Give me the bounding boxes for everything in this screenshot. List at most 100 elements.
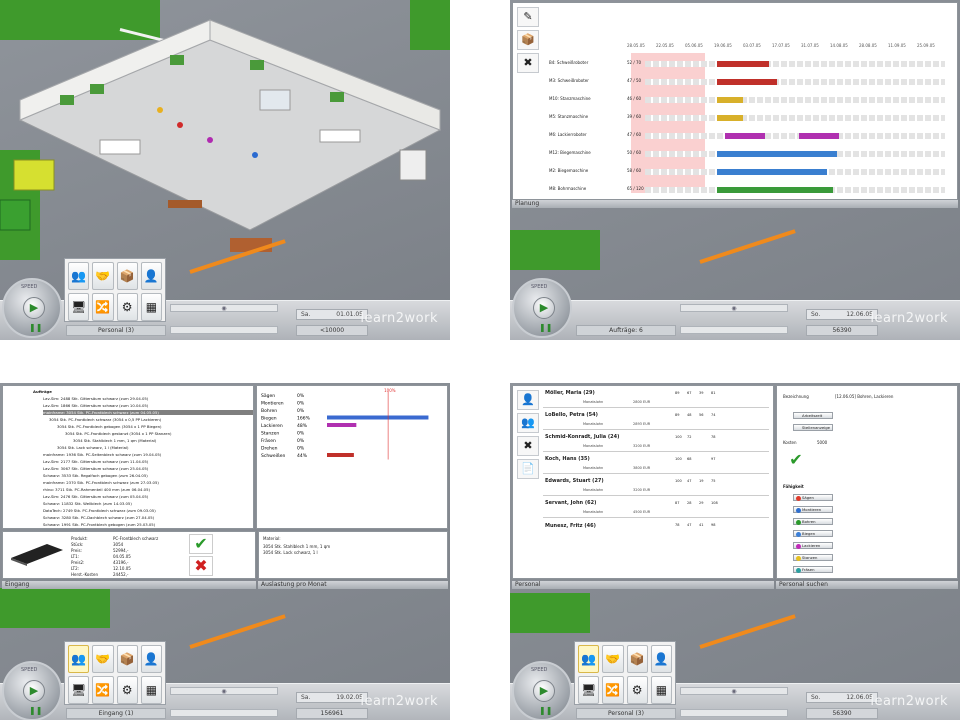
machine-row[interactable]: M5: Stanzmaschine 39 / 60 xyxy=(539,109,949,127)
document-icon[interactable]: 📄 xyxy=(517,459,539,479)
speed-dial[interactable]: SPEED ▶ ❚❚ xyxy=(512,278,572,338)
skill-lackieren-button[interactable]: Lackieren xyxy=(793,542,833,549)
pause-icon[interactable]: ❚❚ xyxy=(539,323,553,332)
monitor-icon[interactable]: 🖥 xyxy=(68,293,90,321)
pause-icon[interactable]: ❚❚ xyxy=(539,706,553,715)
staff-row[interactable]: Koch, Hans (35) Monatslohn 3800 EUR 100 … xyxy=(543,454,769,474)
order-line[interactable]: 3054 Stk. PC-Frontblech schwarz (3054 x … xyxy=(49,417,162,422)
check-icon[interactable]: ✔ xyxy=(789,450,803,469)
boxes-icon[interactable]: ▦ xyxy=(650,676,672,704)
work-time-button[interactable]: Arbeitszeit xyxy=(793,412,833,419)
manager-icon[interactable]: 👤 xyxy=(650,645,672,673)
mode-label[interactable]: Personal (3) xyxy=(576,708,676,719)
material-icon[interactable]: 📦 xyxy=(116,262,138,290)
order-line[interactable]: Lav-Sim: 3067 Stk. Gittersäum schwarz (z… xyxy=(43,466,149,471)
machine-icon[interactable]: ⚙ xyxy=(116,676,138,704)
transport-icon[interactable]: 🔀 xyxy=(92,676,114,704)
staff-row[interactable]: Munesz, Fritz (46) 78 47 41 98 xyxy=(543,520,769,536)
cancel-icon[interactable]: ✖ xyxy=(517,53,539,73)
material-icon[interactable]: 📦 xyxy=(517,30,539,50)
order-line[interactable]: 3054 Stk. PC-Frontblech gebogen (3054 x … xyxy=(57,424,162,429)
staff-icon[interactable]: 👥 xyxy=(68,645,90,673)
order-line[interactable]: Lav-Sim: 2476 Stk. Gittersäum schwarz (z… xyxy=(43,494,149,499)
play-button[interactable]: ▶ xyxy=(533,297,555,319)
staff-row[interactable]: LoBello, Petra (54) Monatslohn 2893 EUR … xyxy=(543,410,769,430)
order-bar[interactable] xyxy=(717,169,827,175)
staff-icon[interactable]: 👥 xyxy=(578,645,600,673)
order-bar[interactable] xyxy=(725,133,765,139)
cross-icon[interactable]: ✖ xyxy=(189,556,213,576)
machine-row[interactable]: M6: Lackierroboter 47 / 60 xyxy=(539,127,949,145)
order-line[interactable]: 3054 Stk. PC-Frontblech gestanzt (3054 x… xyxy=(65,431,172,436)
pause-icon[interactable]: ❚❚ xyxy=(29,706,43,715)
assign-icon[interactable]: 🤝 xyxy=(602,645,624,673)
assign-icon[interactable]: 🤝 xyxy=(92,645,114,673)
monitor-icon[interactable]: 🖥 xyxy=(578,676,600,704)
fire-icon[interactable]: ✖ xyxy=(517,436,539,456)
order-line[interactable]: Schwarz: 3280 Stk. PC-Dachblech schwarz … xyxy=(43,515,155,520)
order-line[interactable]: Lav-Sim: 2177 Stk. Gittersäum schwarz (z… xyxy=(43,459,149,464)
transport-icon[interactable]: 🔀 xyxy=(602,676,624,704)
team-icon[interactable]: 👥 xyxy=(517,413,539,433)
speed-dial[interactable]: SPEED ▶ ❚❚ xyxy=(2,278,62,338)
order-line[interactable]: 3054 Stk. Lack schwarz, 1 l (Material) xyxy=(57,445,129,450)
edit-icon[interactable]: ✎ xyxy=(517,7,539,27)
staff-row[interactable]: Servant, John (62) Monatslohn 4500 EUR 8… xyxy=(543,498,769,518)
order-line[interactable]: mainframe: 2370 Stk. PC-Frontblech schwa… xyxy=(43,480,159,485)
order-line[interactable]: Schwarz: 1991 Stk. PC-Frontblech gebogen… xyxy=(43,522,156,527)
order-bar[interactable] xyxy=(717,97,743,103)
order-bar[interactable] xyxy=(717,187,833,193)
order-bar[interactable] xyxy=(717,79,777,85)
check-icon[interactable]: ✔ xyxy=(189,534,213,554)
order-line-selected[interactable]: mainframe: 3054 Stk. PC-Frontblech schwa… xyxy=(43,410,253,415)
job-posting-button[interactable]: Stellenanzeige xyxy=(793,424,833,431)
play-button[interactable]: ▶ xyxy=(533,680,555,702)
order-bar[interactable] xyxy=(717,61,769,67)
skill-saegen-button[interactable]: Sägen xyxy=(793,494,833,501)
order-line[interactable]: Schwarz: 11832 Stk. Wellblech (zum 14.03… xyxy=(43,501,132,506)
pause-icon[interactable]: ❚❚ xyxy=(29,323,43,332)
speed-dial[interactable]: SPEED ▶ ❚❚ xyxy=(2,661,62,720)
skill-stanzen-button[interactable]: Stanzen xyxy=(793,554,833,561)
staff-search-footer[interactable]: Personal suchen xyxy=(776,581,958,589)
order-line[interactable]: Lav-Sim: 1866 Stk. Gittersäum schwarz (z… xyxy=(43,403,149,408)
speed-dial[interactable]: SPEED ▶ ❚❚ xyxy=(512,661,572,720)
skill-fraesen-button[interactable]: Fräsen xyxy=(793,566,833,573)
order-bar[interactable] xyxy=(717,115,743,121)
boxes-icon[interactable]: ▦ xyxy=(140,293,162,321)
machine-icon[interactable]: ⚙ xyxy=(626,676,648,704)
order-line[interactable]: rhino: 3711 Stk. PC-Rahmenteil 400 mm (z… xyxy=(43,487,150,492)
staff-row[interactable]: Möller, Maria (29) Monatslohn 2800 EUR 8… xyxy=(543,388,769,408)
staff-row[interactable]: Schmid-Konradt, Julia (24) Monatslohn 32… xyxy=(543,432,769,452)
hire-icon[interactable]: 👤 xyxy=(517,390,539,410)
machine-row[interactable]: B4: Schweißroboter 52 / 70 xyxy=(539,55,949,73)
skill-bohren-button[interactable]: Bohren xyxy=(793,518,833,525)
order-line[interactable]: Lav-Sim: 2488 Stk. Gittersäum schwarz (z… xyxy=(43,396,149,401)
mode-label[interactable]: Eingang (1) xyxy=(66,708,166,719)
order-bar[interactable] xyxy=(799,133,839,139)
material-icon[interactable]: 📦 xyxy=(626,645,648,673)
order-line[interactable]: 3054 Stk. Stahlblech 1 mm, 1 qm (Materia… xyxy=(73,438,157,443)
boxes-icon[interactable]: ▦ xyxy=(140,676,162,704)
monitor-icon[interactable]: 🖥 xyxy=(68,676,90,704)
order-line[interactable]: DataTech: 2749 Stk. PC-Frontblech schwar… xyxy=(43,508,156,513)
mode-label[interactable]: Aufträge: 6 xyxy=(576,325,676,336)
order-bar[interactable] xyxy=(717,151,837,157)
play-button[interactable]: ▶ xyxy=(23,680,45,702)
machine-row[interactable]: M8: Bohrmaschine 65 / 120 xyxy=(539,181,949,199)
transport-icon[interactable]: 🔀 xyxy=(92,293,114,321)
mode-label[interactable]: Personal (3) xyxy=(66,325,166,336)
staff-row[interactable]: Edwards, Stuart (27) Monatslohn 3200 EUR… xyxy=(543,476,769,496)
machine-row[interactable]: M10: Stanzmaschine 46 / 60 xyxy=(539,91,949,109)
skill-montieren-button[interactable]: Montieren xyxy=(793,506,833,513)
machine-row[interactable]: M12: Biegemaschine 50 / 60 xyxy=(539,145,949,163)
skill-biegen-button[interactable]: Biegen xyxy=(793,530,833,537)
order-line[interactable]: Schwarz: 3533 Stk. Regalfach gebogen (zu… xyxy=(43,473,148,478)
staff-icon[interactable]: 👥 xyxy=(68,262,90,290)
order-line[interactable]: mainframe: 1936 Stk. PC-Seitenblech schw… xyxy=(43,452,162,457)
machine-row[interactable]: M3: Schweißroboter 47 / 50 xyxy=(539,73,949,91)
manager-icon[interactable]: 👤 xyxy=(140,262,162,290)
play-button[interactable]: ▶ xyxy=(23,297,45,319)
manager-icon[interactable]: 👤 xyxy=(140,645,162,673)
assign-icon[interactable]: 🤝 xyxy=(92,262,114,290)
